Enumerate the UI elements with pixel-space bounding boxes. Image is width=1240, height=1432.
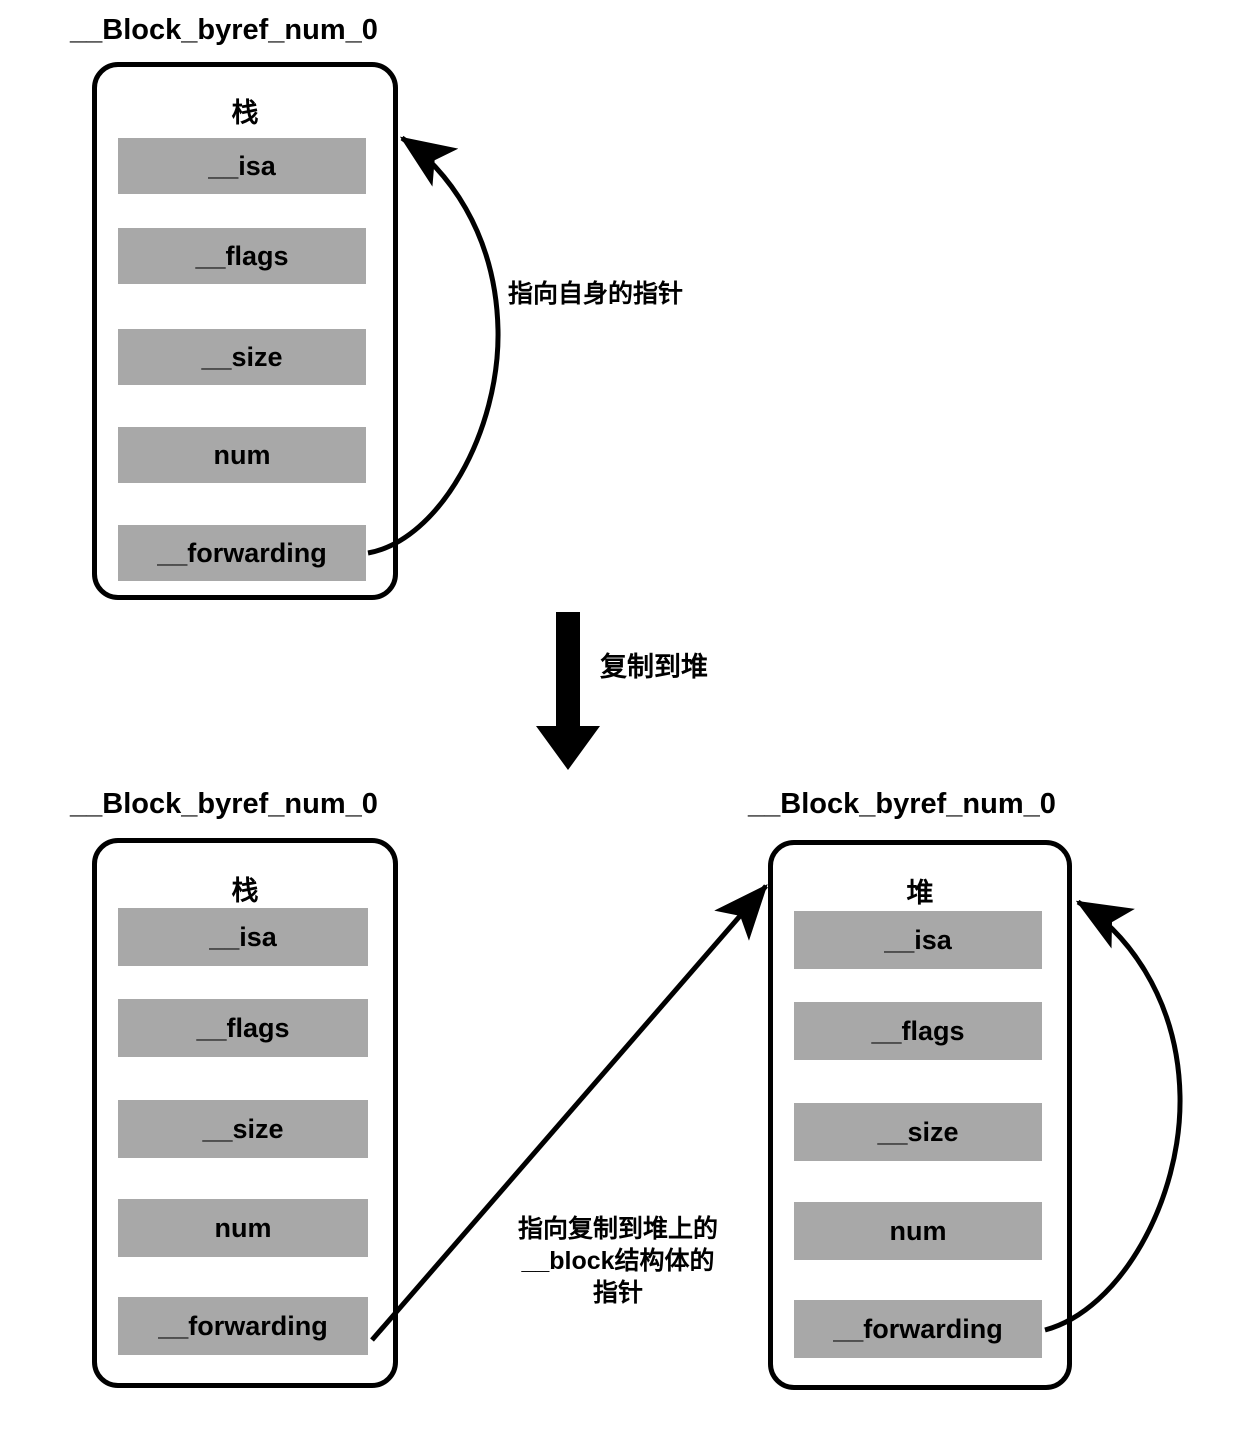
copy-to-heap-label: 复制到堆 — [600, 652, 708, 682]
field-row-top-size: __size — [118, 329, 366, 385]
struct-title-top-stack: __Block_byref_num_0 — [70, 14, 378, 46]
field-row-top-num: num — [118, 427, 366, 483]
down-arrow-icon — [536, 612, 600, 770]
field-row-top-isa: __isa — [118, 138, 366, 194]
self-pointer-label-top: 指向自身的指针 — [508, 280, 684, 308]
heap-pointer-label: 指向复制到堆上的 __block结构体的 指针 — [517, 1215, 718, 1307]
field-row-bottom-stack-isa: __isa — [118, 908, 368, 966]
struct-heading-top-stack: 栈 — [231, 98, 259, 128]
struct-heading-bottom-stack: 栈 — [231, 876, 259, 906]
struct-heading-heap: 堆 — [906, 878, 934, 908]
field-row-bottom-stack-forwarding: __forwarding — [118, 1297, 368, 1355]
field-row-heap-size: __size — [794, 1103, 1042, 1161]
field-row-heap-forwarding: __forwarding — [794, 1300, 1042, 1358]
field-row-heap-isa: __isa — [794, 911, 1042, 969]
struct-title-bottom-stack: __Block_byref_num_0 — [70, 788, 378, 820]
field-row-heap-num: num — [794, 1202, 1042, 1260]
field-row-bottom-stack-num: num — [118, 1199, 368, 1257]
struct-title-heap: __Block_byref_num_0 — [748, 788, 1056, 820]
field-row-top-flags: __flags — [118, 228, 366, 284]
field-row-heap-flags: __flags — [794, 1002, 1042, 1060]
field-row-bottom-stack-size: __size — [118, 1100, 368, 1158]
field-row-top-forwarding: __forwarding — [118, 525, 366, 581]
field-row-bottom-stack-flags: __flags — [118, 999, 368, 1057]
